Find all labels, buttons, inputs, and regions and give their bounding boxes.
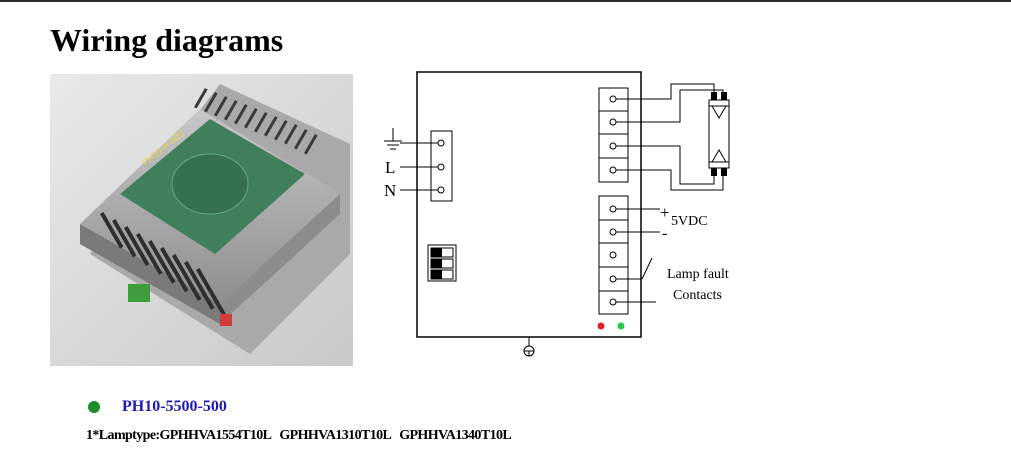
- lamp-type-line: 1*Lamptype:GPHHVA1554T10L GPHHVA1310T10L…: [86, 428, 512, 443]
- green-led-icon: [617, 322, 625, 330]
- fault-contact-lines: [616, 257, 656, 303]
- neutral-label: N: [384, 181, 396, 200]
- dip-switch: [427, 244, 457, 282]
- lamp-tube-icon: [708, 92, 730, 176]
- live-label: L: [385, 158, 395, 177]
- wiring-diagram: L N: [384, 71, 730, 357]
- red-led-icon: [597, 322, 605, 330]
- control-terminal-block: [598, 195, 629, 315]
- page-title: Wiring diagrams: [50, 22, 284, 58]
- ballast-illustration: PH10-H-500: [50, 74, 353, 366]
- dc-minus-label: -: [662, 225, 667, 242]
- fault-label-line1: Lamp fault: [667, 267, 729, 282]
- fault-label-line2: Contacts: [673, 288, 722, 303]
- lamp-wiring: [616, 83, 724, 191]
- model-name: PH10-5500-500: [122, 398, 227, 415]
- top-rule: [0, 0, 1011, 2]
- ballast-photo: PH10-H-500: [50, 74, 353, 366]
- model-row: PH10-5500-500: [88, 398, 227, 416]
- bullet-icon: [88, 401, 100, 413]
- dc-plus-label: +: [660, 203, 670, 222]
- earth-terminal-icon: [523, 345, 535, 357]
- ground-icon: [384, 128, 402, 150]
- input-terminal-block: [430, 130, 453, 202]
- dc-voltage-label: 5VDC: [671, 214, 708, 229]
- lamp-terminal-block: [598, 87, 629, 183]
